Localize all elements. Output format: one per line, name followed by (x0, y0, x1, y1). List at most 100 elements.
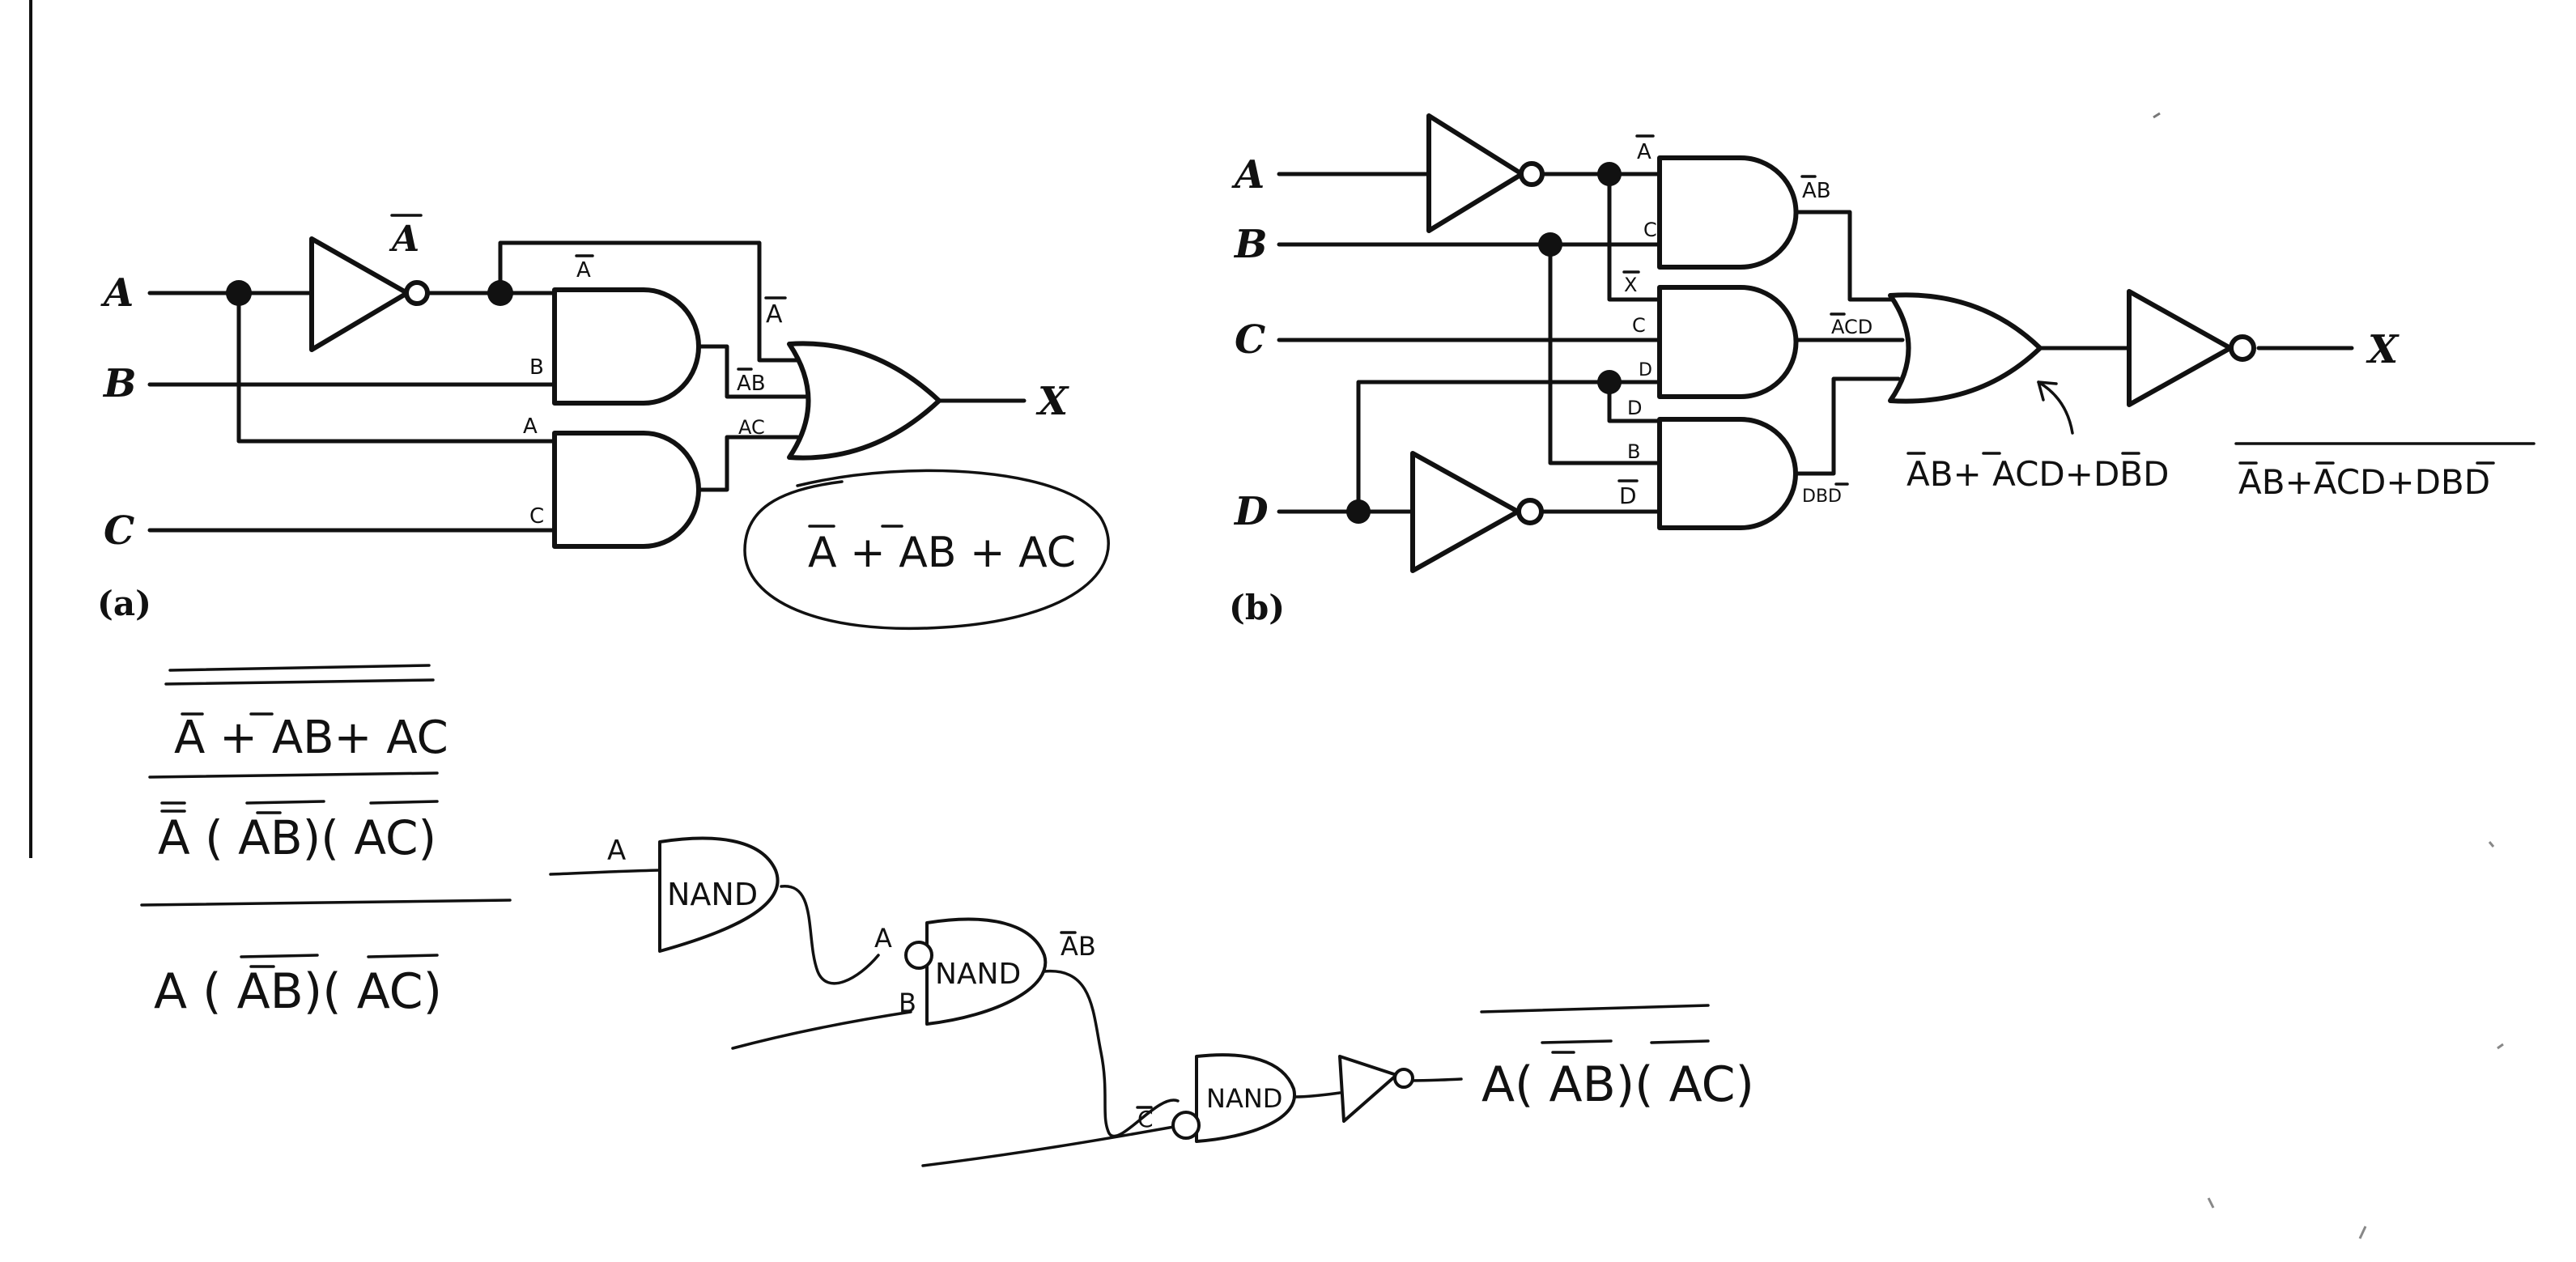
wire-b-down (1548, 242, 1662, 465)
wire-label: A (766, 300, 783, 329)
overbar (367, 954, 439, 958)
not-gate-bubble (2229, 334, 2256, 362)
wire-label: AC (738, 416, 765, 439)
wire-label: A (523, 414, 538, 439)
wire-label: X (1624, 274, 1637, 296)
input-label-a: A (1231, 152, 1265, 198)
junction-dot (487, 280, 513, 306)
wire-label: B (529, 355, 544, 380)
wire-label: D (1627, 397, 1642, 419)
wire-d-up (1356, 380, 1662, 514)
wire-and1-out (696, 344, 808, 399)
wire-abar-top (498, 240, 800, 363)
input-label-a: A (100, 270, 134, 316)
wire-and3-out (1793, 376, 1901, 476)
nand-wire-3-out (1294, 1091, 1341, 1098)
nand-gate-2 (925, 917, 1048, 1026)
wire-label: D (1639, 360, 1652, 380)
wire-and2-out (696, 435, 800, 492)
junction-dot (1538, 232, 1562, 257)
annotation-arrow (2037, 380, 2074, 435)
gate-output-label: DBD (1802, 487, 1842, 507)
nand-wire-2-out (1043, 970, 1180, 1138)
not-gate-d (1410, 451, 1520, 573)
nand-wire-c-in (921, 1125, 1175, 1167)
nand-label-a-in: A (607, 835, 626, 867)
nand-label-c: C (1137, 1106, 1154, 1132)
wire-a-branch (236, 291, 557, 444)
wire-label: A (1637, 140, 1651, 164)
inverter-gate (1338, 1055, 1398, 1123)
nand-wire-a-in (549, 869, 661, 876)
speck (2497, 1043, 2504, 1050)
nand-result-expression: A( AB)( AC) (1481, 1056, 1754, 1113)
speck (2358, 1226, 2367, 1239)
overbar (1650, 1039, 1710, 1044)
speck (2488, 841, 2495, 848)
diagram-b: A B C D X (b) A C X C D D B D AB ACD DBD… (1229, 113, 2536, 627)
input-label-b: B (1233, 222, 1268, 267)
input-label-d: D (1233, 489, 1269, 534)
nand-gate-3-label: NAND (1206, 1083, 1282, 1114)
gate-output-label: AB (1802, 179, 1831, 203)
nand-wire-1-out (780, 885, 880, 985)
not-gate-a (309, 236, 410, 352)
overbar (245, 800, 325, 805)
gate-output-label: ACD (1831, 316, 1872, 338)
input-label-c: C (1235, 317, 1265, 363)
nand-gate-2-label: NAND (935, 958, 1021, 991)
nand-gate-3 (1195, 1053, 1297, 1143)
not-gate-bubble (404, 280, 430, 306)
and-gate-2 (1657, 285, 1799, 399)
nand-input-bubble (904, 941, 933, 970)
divider-stroke (140, 899, 512, 907)
or-gate (1888, 292, 2043, 404)
and-gate-2 (552, 431, 701, 549)
derivation-line-3: A ( AB)( AC) (154, 963, 442, 1020)
nand-wire-b-in (731, 1010, 912, 1050)
wire-label: B (1627, 440, 1640, 463)
or-gate (787, 341, 942, 461)
output-label-x: X (2366, 327, 2400, 372)
scan-specks (2153, 112, 2504, 1239)
derivation-line-1: A + AB+ AC (174, 712, 448, 764)
note-ellipse (743, 469, 1110, 631)
annotation-arrowhead (2037, 380, 2058, 402)
not-gate-bubble (1516, 498, 1544, 525)
wire-label: C (1643, 219, 1657, 241)
nand-gate-1 (658, 836, 780, 953)
overbar (1541, 1039, 1613, 1044)
junction-dot (226, 280, 252, 306)
overbar (369, 800, 439, 805)
diagram-a: A B C X (a) A A B A C A AB AC A + AB + A… (97, 214, 1110, 631)
wire-label: D (1619, 482, 1637, 509)
nand-label-ab: AB (1061, 931, 1096, 962)
overbar (1480, 1004, 1710, 1013)
and-gate-1 (1657, 155, 1799, 270)
nand-circuit: NAND NAND NAND A A B AB C A( AB)( AC) (549, 835, 1754, 1167)
overbar (164, 678, 435, 686)
inverter-bubble (1393, 1068, 1414, 1089)
caption-b: (b) (1229, 588, 1285, 627)
not-gate-bubble (1519, 161, 1545, 187)
nand-wire-final (1407, 1077, 1463, 1082)
and-gate-1 (552, 287, 701, 406)
wire-label: A (576, 258, 591, 283)
output-label-x: X (1035, 379, 1069, 424)
derivation: A + AB+ AC A ( AB)( AC) A ( AB)( AC) (140, 664, 512, 1020)
wire-label: C (529, 504, 544, 529)
wire-and1-out (1793, 210, 1901, 302)
not-gate-a (1426, 113, 1524, 233)
input-label-b: B (102, 361, 137, 406)
note-expression: A + AB + AC (808, 529, 1076, 577)
and-gate-3 (1657, 417, 1798, 530)
junction-dot (1597, 162, 1622, 186)
output-expression: AB+ACD+DBD (2238, 462, 2490, 502)
junction-dot (1346, 499, 1371, 524)
input-label-c: C (104, 508, 134, 554)
overbar (168, 664, 431, 672)
overbar (148, 771, 439, 779)
wire-label: AB (737, 372, 766, 396)
speck (2207, 1197, 2215, 1209)
